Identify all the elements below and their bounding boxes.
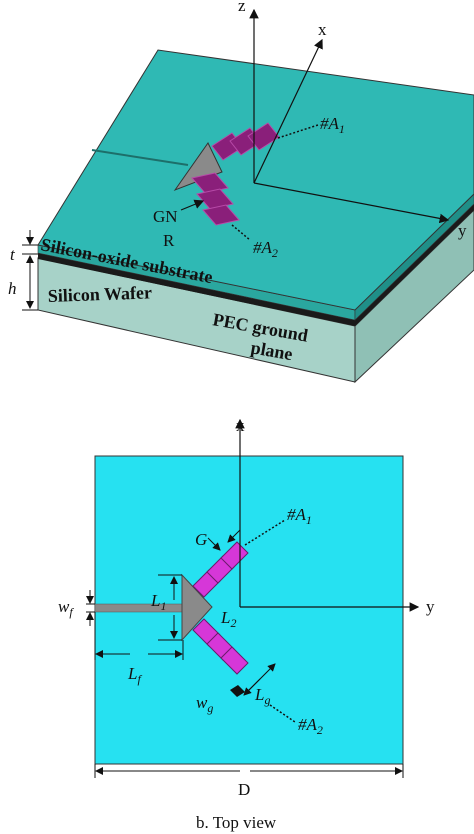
label-Lf: Lf — [127, 664, 142, 686]
label-Lg: Lg — [254, 685, 270, 707]
x-axis-3d — [253, 38, 323, 184]
caption-top-view: b. Top view — [196, 813, 277, 832]
x-axis-label-3d: x — [318, 20, 327, 39]
label-D: D — [238, 780, 250, 799]
x-axis-label: x — [236, 416, 245, 435]
label-L1: L1 — [150, 591, 166, 613]
label-gnr-line1: GN — [153, 207, 178, 226]
pec-ground-plane — [38, 253, 355, 326]
antenna-a2-3d — [191, 172, 240, 226]
label-gnr-line2: R — [163, 231, 175, 250]
label-G: G — [195, 530, 207, 549]
label-a1: #A1 — [287, 505, 312, 527]
label-wg: wg — [196, 693, 213, 715]
z-axis-label: z — [238, 0, 246, 15]
antenna-a1 — [192, 541, 249, 598]
y-axis-label: y — [426, 597, 435, 616]
label-L2: L2 — [220, 608, 236, 630]
label-wf: wf — [58, 597, 74, 619]
wafer-right-side — [354, 209, 474, 384]
label-a1-3d: #A1 — [320, 114, 345, 136]
label-a2-3d: #A2 — [253, 238, 278, 260]
feed-line — [94, 603, 184, 613]
pec-ground-plane-right — [355, 204, 474, 326]
feed-triangle — [181, 573, 213, 642]
y-axis-label-3d: y — [458, 221, 467, 240]
top-view: x y G #A1 L1 L2 wf — [58, 416, 435, 832]
perspective-view: z x y #A1 #A2 GN R t h Silicon-oxide sub… — [8, 0, 474, 384]
label-a2: #A2 — [298, 715, 323, 737]
antenna-a2 — [192, 618, 249, 675]
y-axis-3d — [253, 182, 450, 224]
label-silicon-wafer: Silicon Wafer — [47, 282, 152, 306]
label-h: h — [8, 279, 17, 298]
label-t: t — [10, 245, 16, 264]
